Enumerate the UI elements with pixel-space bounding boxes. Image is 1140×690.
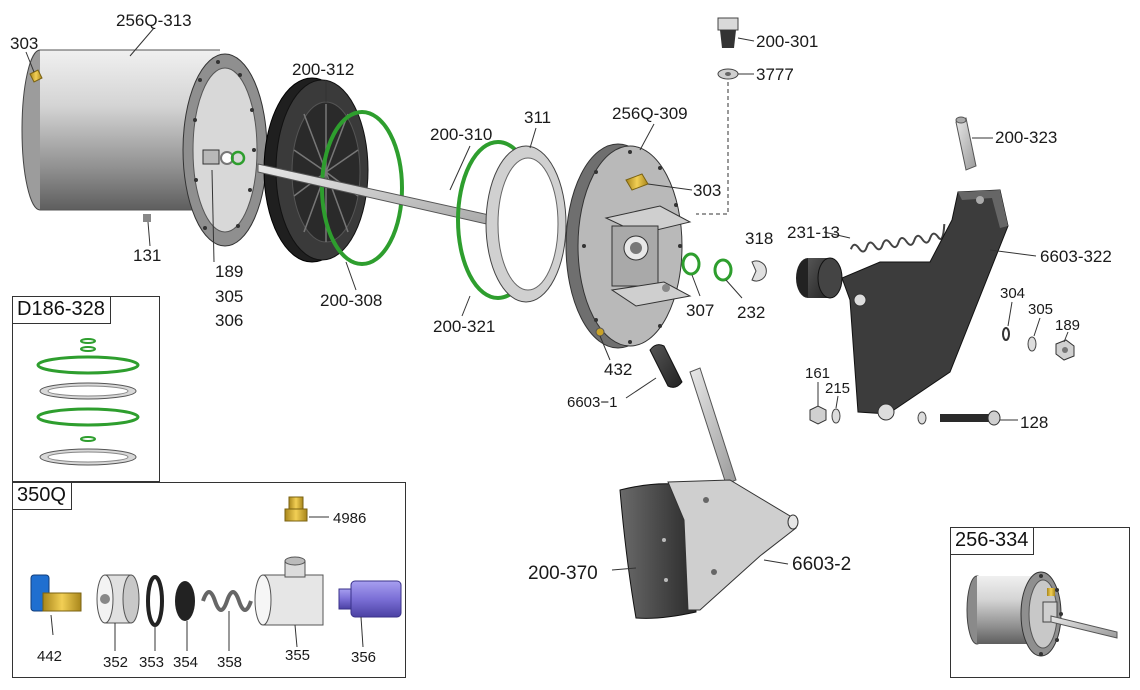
label-318: 318 (745, 229, 774, 248)
part-354: 354 (173, 654, 199, 671)
label-161: 161 (805, 365, 831, 382)
o-ring-307 (681, 252, 701, 276)
label-305-right: 305 (1028, 301, 1054, 318)
dashed-leader-line (696, 82, 729, 215)
cylinder-256q-313 (21, 49, 268, 247)
part-4986: 4986 (333, 510, 367, 527)
washer-3777 (717, 68, 739, 80)
label-200-308: 200-308 (320, 291, 383, 310)
nut-161 (809, 405, 827, 425)
spring-231-13 (849, 223, 946, 253)
inset-256-334: 256-334 (950, 527, 1130, 678)
label-200-370: 200-370 (528, 563, 598, 584)
handle-6603-1 (649, 344, 737, 485)
label-432: 432 (604, 360, 633, 379)
o-ring-232 (713, 258, 733, 282)
roller (796, 257, 843, 299)
washer-215 (831, 408, 841, 424)
inset-256-334-art (966, 571, 1118, 657)
washer-305 (1027, 336, 1037, 352)
inset-350q: 350Q 4986 442 352 353 (12, 482, 406, 678)
label-231-13: 231-13 (787, 223, 840, 242)
inset-d186-328: D186-328 (12, 296, 160, 482)
cover-plate-256q-309 (565, 143, 692, 349)
inset-d186-328-title: D186-328 (13, 297, 111, 324)
part-442: 442 (37, 648, 63, 665)
part-356: 356 (351, 649, 377, 666)
label-306: 306 (215, 311, 244, 330)
bearing-ring-311 (485, 145, 567, 303)
label-256q-309: 256Q-309 (612, 104, 688, 123)
bolt-128 (917, 410, 1001, 426)
pin-200-323 (955, 116, 977, 171)
washer-304 (1002, 327, 1010, 341)
inset-350q-title: 350Q (13, 483, 72, 510)
label-3777: 3777 (756, 65, 794, 84)
label-6603-1: 6603−1 (567, 394, 618, 411)
nut-189 (1055, 339, 1075, 361)
label-304: 304 (1000, 285, 1026, 302)
label-200-310: 200-310 (430, 125, 493, 144)
label-311: 311 (524, 108, 552, 127)
label-6603-322: 6603-322 (1040, 247, 1112, 266)
label-303-fitting: 303 (10, 34, 39, 53)
part-353: 353 (139, 654, 165, 671)
label-303-cover: 303 (693, 181, 722, 200)
label-189-left: 189 (215, 262, 244, 281)
label-232: 232 (737, 303, 766, 322)
diaphragm-200-312 (263, 77, 369, 263)
inset-d186-328-art (36, 338, 140, 466)
label-200-321: 200-321 (433, 317, 496, 336)
label-189-right: 189 (1055, 317, 1081, 334)
pedal-arm-6603-322 (841, 189, 1009, 421)
part-355: 355 (285, 647, 311, 664)
label-200-323: 200-323 (995, 128, 1058, 147)
label-256q-313: 256Q-313 (116, 11, 192, 30)
bleeder-screw-200-301 (717, 17, 739, 48)
label-6603-2: 6603-2 (792, 554, 852, 575)
label-200-312: 200-312 (292, 60, 355, 79)
part-358: 358 (217, 654, 243, 671)
pedal-bracket-6603-2 (667, 479, 799, 611)
label-307: 307 (686, 301, 715, 320)
o-ring-200-308 (320, 110, 404, 266)
part-352: 352 (103, 654, 129, 671)
pedal-pad-200-370 (619, 483, 697, 619)
label-131: 131 (133, 246, 162, 265)
label-200-301: 200-301 (756, 32, 819, 51)
leader-lines (25, 27, 1069, 571)
label-305-left: 305 (215, 287, 244, 306)
inset-256-334-title: 256-334 (951, 528, 1035, 555)
clip-318 (751, 260, 767, 282)
label-215: 215 (825, 380, 851, 397)
inset-350q-art (30, 496, 402, 651)
label-128: 128 (1020, 413, 1049, 432)
